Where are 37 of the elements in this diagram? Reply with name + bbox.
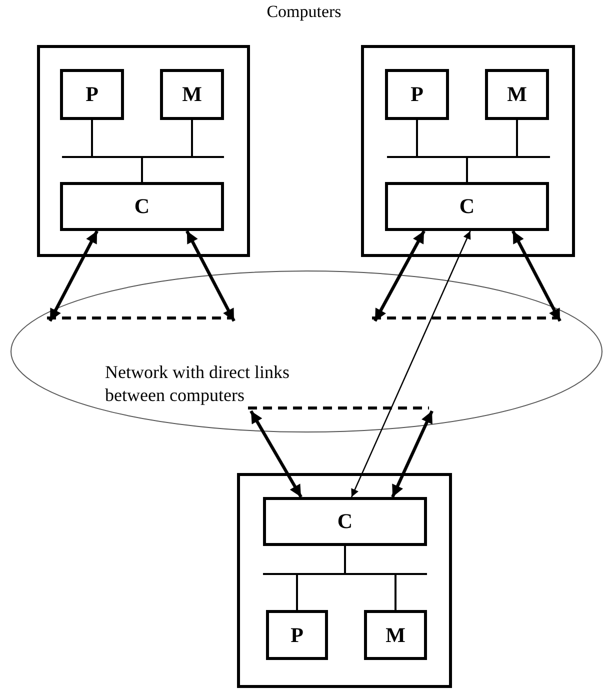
dashed-link-line: [47, 316, 231, 320]
component-box: [160, 69, 224, 120]
computer-box: [237, 473, 452, 688]
bus-connector: [466, 120, 518, 182]
arrow: [186, 230, 236, 322]
arrow: [48, 230, 98, 322]
bus-connector: [344, 546, 396, 610]
arrow: [350, 230, 471, 498]
component-box: [263, 497, 427, 546]
arrow: [250, 410, 302, 498]
component-box: [60, 182, 224, 231]
network-label: Network with direct links between computers: [105, 361, 290, 406]
component-box: [266, 610, 328, 660]
computer-box: [37, 45, 250, 257]
component-label: C: [134, 196, 150, 217]
component-label: M: [507, 84, 527, 105]
computer-box: [361, 45, 575, 257]
component-label: M: [386, 624, 406, 646]
dashed-link-line: [372, 316, 557, 320]
component-label: P: [290, 624, 304, 646]
component-label: P: [86, 84, 98, 105]
component-label: C: [459, 196, 475, 217]
component-label: P: [410, 84, 424, 105]
bus-connector: [141, 120, 193, 182]
title: Computers: [266, 2, 342, 22]
arrow: [391, 410, 434, 498]
component-box: [485, 69, 549, 120]
component-box: [385, 69, 449, 120]
arrow: [374, 230, 426, 322]
component-label: M: [182, 84, 202, 105]
network-ellipse: [10, 270, 603, 433]
component-label: C: [337, 511, 353, 532]
component-box: [385, 182, 549, 231]
arrow: [512, 230, 562, 322]
dashed-link-line: [248, 406, 429, 410]
component-box: [364, 610, 427, 660]
component-box: [60, 69, 124, 120]
